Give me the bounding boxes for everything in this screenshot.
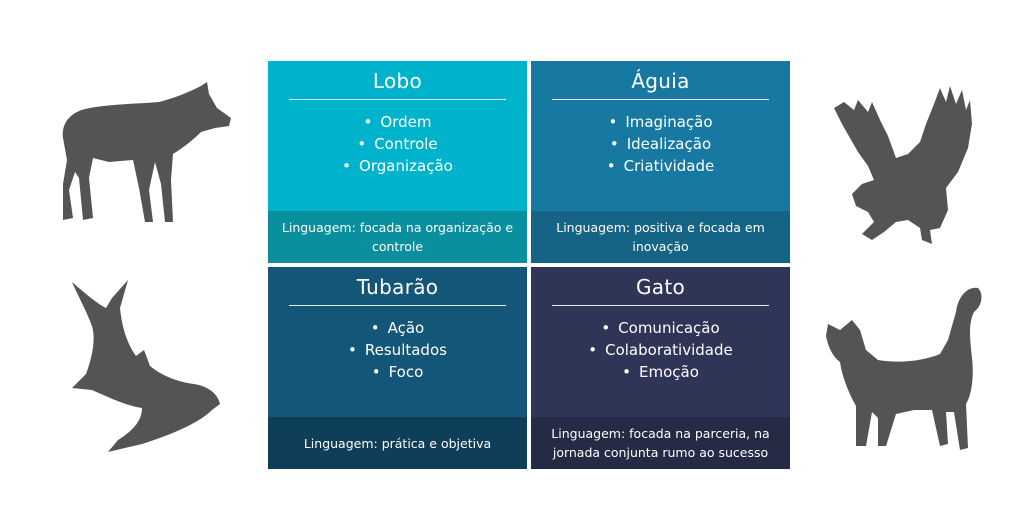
language-footer: Linguagem: focada na parceria, na jornad… bbox=[531, 417, 790, 469]
language-footer: Linguagem: focada na organização e contr… bbox=[268, 211, 527, 263]
language-footer: Linguagem: positiva e focada em inovação bbox=[531, 211, 790, 263]
trait-list: •Ação •Resultados •Foco bbox=[268, 317, 527, 383]
list-item: •Imaginação bbox=[608, 113, 713, 131]
list-item: •Ordem bbox=[363, 113, 432, 131]
title-divider bbox=[289, 99, 506, 100]
card-gato: Gato •Comunicação •Colaboratividade •Emo… bbox=[531, 267, 790, 469]
cat-icon bbox=[822, 280, 987, 455]
card-title: Gato bbox=[635, 275, 686, 299]
trait-list: •Comunicação •Colaboratividade •Emoção bbox=[531, 317, 790, 383]
language-footer: Linguagem: prática e objetiva bbox=[268, 417, 527, 469]
title-divider bbox=[552, 99, 769, 100]
card-lobo: Lobo •Ordem •Controle •Organização Lingu… bbox=[268, 61, 527, 263]
trait-list: •Ordem •Controle •Organização bbox=[268, 111, 527, 177]
card-aguia: Águia •Imaginação •Idealização •Criativi… bbox=[531, 61, 790, 263]
list-item: •Resultados bbox=[348, 341, 447, 359]
shark-icon bbox=[62, 278, 222, 453]
list-item: •Idealização bbox=[609, 135, 712, 153]
eagle-icon bbox=[828, 80, 978, 250]
wolf-icon bbox=[55, 80, 235, 230]
list-item: •Controle bbox=[357, 135, 438, 153]
list-item: •Foco bbox=[371, 363, 424, 381]
list-item: •Emoção bbox=[622, 363, 699, 381]
list-item: •Colaboratividade bbox=[588, 341, 733, 359]
list-item: •Organização bbox=[342, 157, 453, 175]
list-item: •Comunicação bbox=[601, 319, 720, 337]
card-title: Lobo bbox=[372, 69, 423, 93]
card-title: Tubarão bbox=[356, 275, 439, 299]
trait-list: •Imaginação •Idealização •Criatividade bbox=[531, 111, 790, 177]
card-title: Águia bbox=[631, 69, 690, 93]
title-divider bbox=[552, 305, 769, 306]
list-item: •Criatividade bbox=[606, 157, 715, 175]
card-tubarao: Tubarão •Ação •Resultados •Foco Linguage… bbox=[268, 267, 527, 469]
title-divider bbox=[289, 305, 506, 306]
list-item: •Ação bbox=[370, 319, 425, 337]
